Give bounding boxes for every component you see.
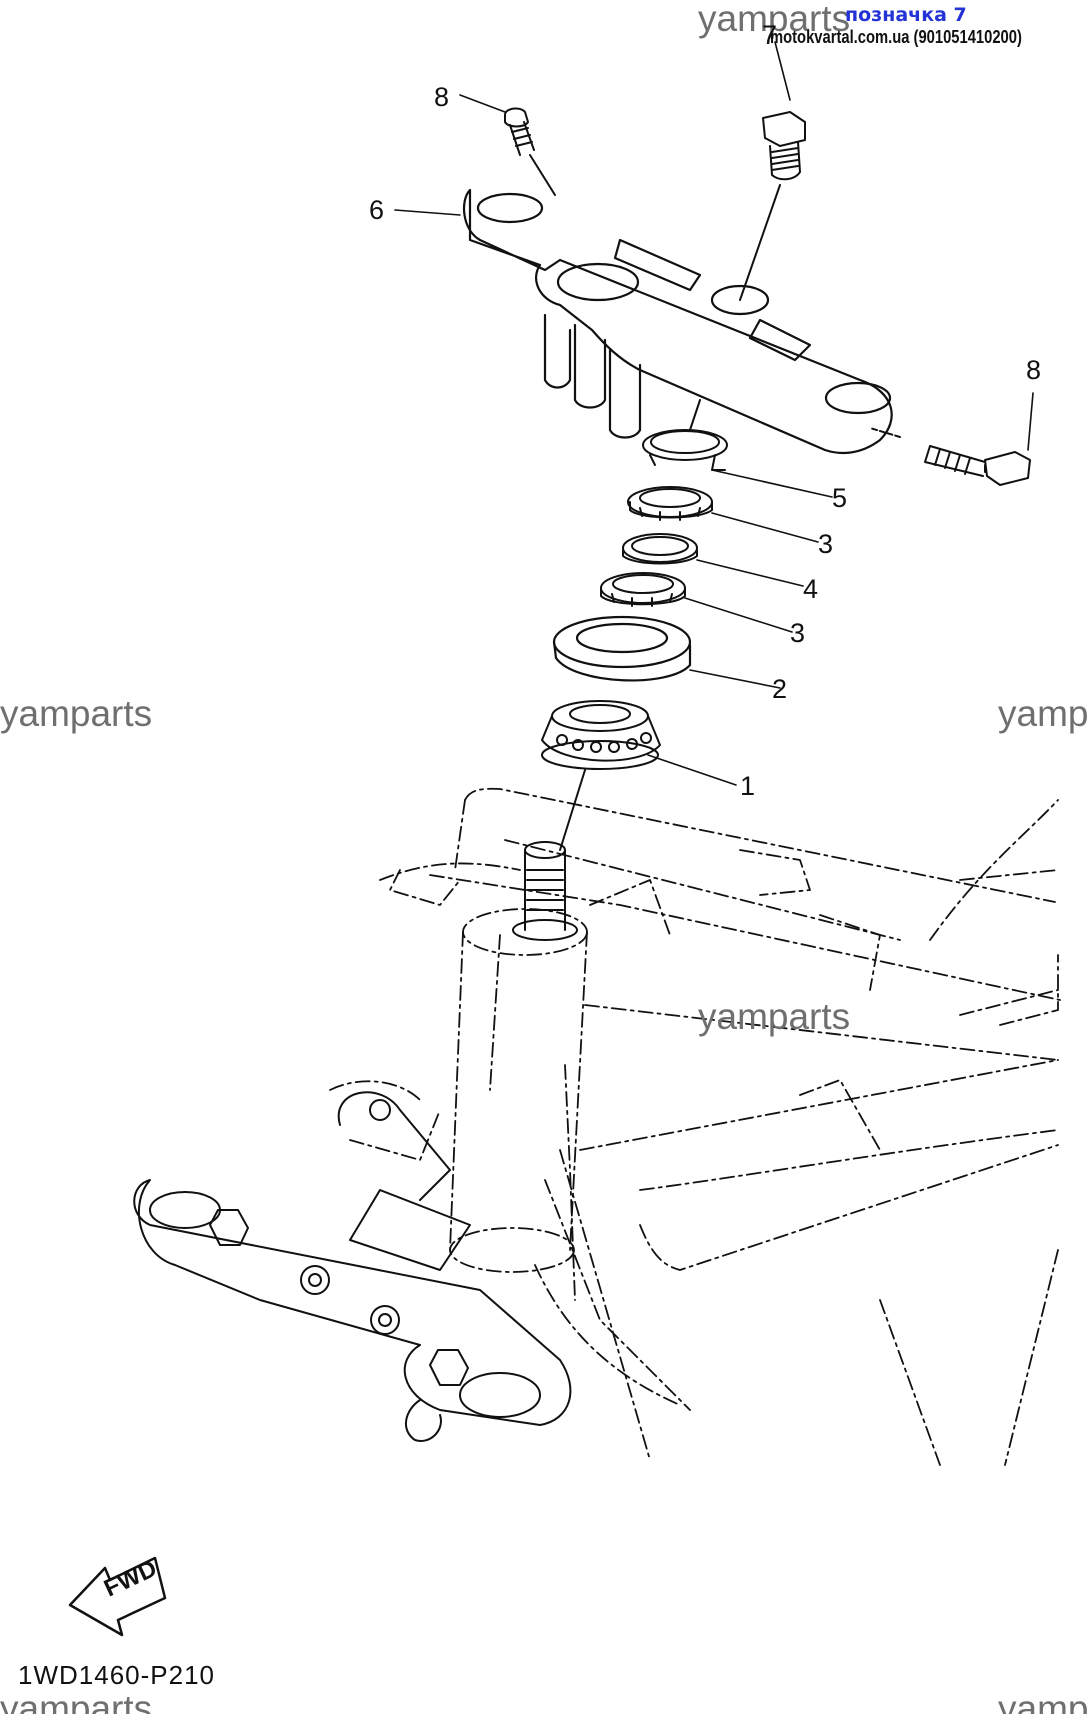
- diagram-code: 1WD1460-P210: [18, 1660, 215, 1690]
- watermark-center: yamparts: [698, 996, 851, 1037]
- steering-head-pipe: [449, 908, 588, 1273]
- bolt-7: [739, 111, 806, 301]
- frame-outline: [329, 787, 1061, 1466]
- watermark-right: yamparts: [998, 693, 1088, 734]
- washer-5: [642, 399, 728, 471]
- lock-washer-4: [622, 533, 698, 565]
- callout-7: 7: [762, 20, 778, 50]
- callout-8-side: 8: [1026, 355, 1042, 385]
- fwd-arrow-icon: [68, 1556, 167, 1637]
- callout-1: 1: [740, 771, 756, 801]
- dust-seal-2: [552, 615, 692, 682]
- callout-6: 6: [369, 195, 385, 225]
- watermark-top: yamparts: [698, 0, 851, 39]
- watermark-bottom-left: yamparts: [0, 1688, 153, 1714]
- callout-3-upper: 3: [818, 529, 834, 559]
- callout-8-top: 8: [434, 82, 450, 112]
- upper-bracket: [463, 188, 893, 455]
- steering-stem: [512, 841, 578, 941]
- source-reference: motokvartal.com.ua (901051410200): [770, 27, 1022, 47]
- watermark-left: yamparts: [0, 693, 153, 734]
- callout-3-lower: 3: [790, 618, 806, 648]
- bolt-8-top: [504, 107, 556, 196]
- leader-lines: [394, 41, 1034, 786]
- bolt-8-side: [869, 427, 1031, 486]
- watermark-bottom-right: yamparts: [998, 1688, 1088, 1714]
- ring-nut-3-upper: [627, 486, 713, 521]
- bearing-1: [541, 700, 661, 851]
- under-bracket: [133, 1091, 572, 1442]
- ring-nut-3-lower: [600, 572, 686, 607]
- callout-2: 2: [772, 674, 788, 704]
- part-mark-label: позначка 7: [845, 4, 967, 26]
- callout-5: 5: [832, 483, 848, 513]
- callout-4: 4: [803, 574, 819, 604]
